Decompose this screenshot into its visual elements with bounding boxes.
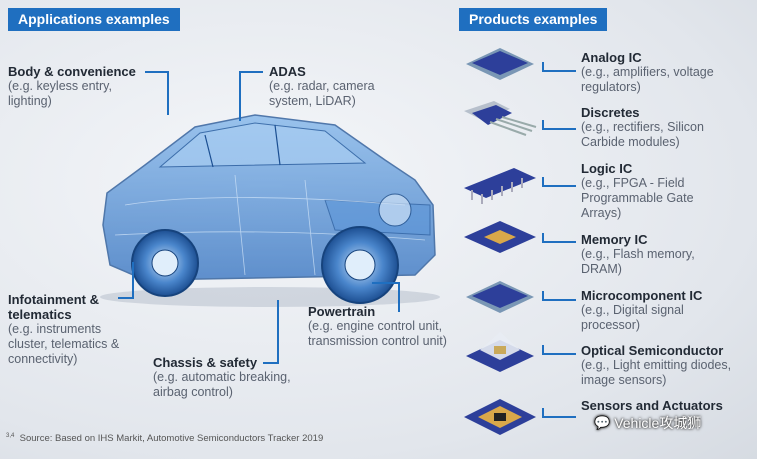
sensor-actuator-icon <box>464 399 536 435</box>
footnote-text: Source: Based on IHS Markit, Automotive … <box>19 433 324 445</box>
product-microcomponent-ic: Microcomponent IC (e.g., Digital signal … <box>581 288 741 333</box>
product-connector <box>542 345 576 355</box>
product-logic-ic: Logic IC (e.g., FPGA - Field Programmabl… <box>581 161 731 221</box>
application-heading: Infotainment & telematics <box>8 292 99 322</box>
source-footnote: 3,4 Source: Based on IHS Markit, Automot… <box>6 433 323 444</box>
product-heading: Memory IC <box>581 232 648 247</box>
product-analog-ic: Analog IC (e.g., amplifiers, voltage reg… <box>581 50 751 95</box>
applications-title: Applications examples <box>8 8 180 31</box>
watermark-text: Vehicle攻城狮 <box>614 415 702 431</box>
product-heading: Analog IC <box>581 50 642 65</box>
product-connector <box>542 120 576 130</box>
product-connector <box>542 408 576 418</box>
powertrain-leader <box>372 282 400 312</box>
application-desc: (e.g. engine control unit, transmission … <box>308 319 447 348</box>
product-desc: (e.g., FPGA - Field Programmable Gate Ar… <box>581 176 694 220</box>
chat-bubble-icon: 💬 <box>594 415 611 430</box>
analog-ic-icon <box>466 48 534 80</box>
product-heading: Microcomponent IC <box>581 288 703 303</box>
footnote-ref: 3,4 <box>6 433 15 439</box>
application-chassis-safety: Chassis & safety (e.g. automatic breakin… <box>153 355 313 400</box>
logic-ic-icon <box>464 168 536 204</box>
product-discretes: Discretes (e.g., rectifiers, Silicon Car… <box>581 105 751 150</box>
product-desc: (e.g., rectifiers, Silicon Carbide modul… <box>581 120 704 149</box>
optical-semiconductor-icon <box>466 332 534 372</box>
chassis-leader <box>263 300 279 364</box>
product-heading: Logic IC <box>581 161 633 176</box>
application-infotainment: Infotainment & telematics (e.g. instrume… <box>8 292 138 367</box>
product-desc: (e.g., Digital signal processor) <box>581 303 684 332</box>
product-desc: (e.g., Light emitting diodes, image sens… <box>581 358 732 387</box>
product-connector <box>542 177 576 187</box>
product-connector <box>542 62 576 72</box>
microcomponent-ic-icon <box>466 281 534 313</box>
product-heading: Sensors and Actuators <box>581 398 723 413</box>
application-heading: Powertrain <box>308 304 376 319</box>
application-heading: ADAS <box>269 64 306 79</box>
watermark: 💬 Vehicle攻城狮 <box>594 413 701 433</box>
discretes-icon <box>464 101 537 136</box>
product-sensors-actuators: Sensors and Actuators <box>581 398 751 413</box>
product-connector <box>542 233 576 243</box>
application-heading: Body & convenience <box>8 64 136 79</box>
memory-ic-icon <box>464 221 536 253</box>
application-adas: ADAS (e.g. radar, camera system, LiDAR) <box>269 64 399 109</box>
product-heading: Discretes <box>581 105 640 120</box>
car-xray-illustration <box>100 114 440 307</box>
product-heading: Optical Semiconductor <box>581 343 724 358</box>
application-desc: (e.g. automatic breaking, airbag control… <box>153 370 291 399</box>
infotainment-leader <box>118 262 134 299</box>
product-memory-ic: Memory IC (e.g., Flash memory, DRAM) <box>581 232 731 277</box>
product-connector <box>542 291 576 301</box>
adas-leader <box>239 71 263 121</box>
application-desc: (e.g. instruments cluster, telematics & … <box>8 322 120 366</box>
product-desc: (e.g., Flash memory, DRAM) <box>581 247 695 276</box>
body-leader <box>145 71 169 115</box>
application-desc: (e.g. keyless entry, lighting) <box>8 79 112 108</box>
application-powertrain: Powertrain (e.g. engine control unit, tr… <box>308 304 458 349</box>
products-title: Products examples <box>459 8 608 31</box>
application-desc: (e.g. radar, camera system, LiDAR) <box>269 79 375 108</box>
application-heading: Chassis & safety <box>153 355 258 370</box>
product-optical-semiconductor: Optical Semiconductor (e.g., Light emitt… <box>581 343 751 388</box>
product-desc: (e.g., amplifiers, voltage regulators) <box>581 65 714 94</box>
application-body-convenience: Body & convenience (e.g. keyless entry, … <box>8 64 148 109</box>
